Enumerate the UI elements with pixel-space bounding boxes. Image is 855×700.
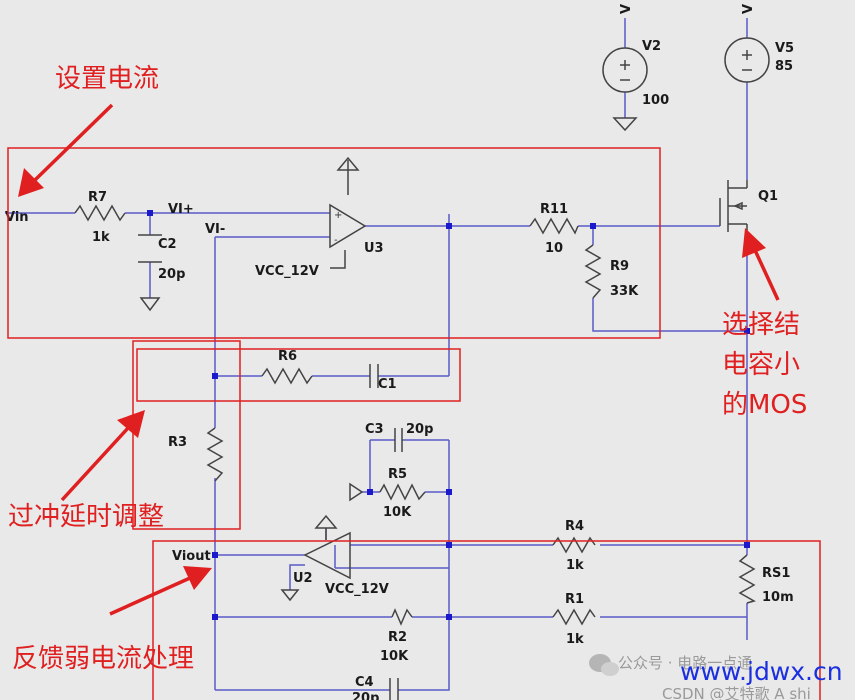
junction-dots: [147, 210, 750, 620]
resistor-r4: [552, 536, 596, 554]
set-current-box: [7, 147, 661, 339]
c3-value: 20p: [406, 422, 433, 437]
r11-name: R11: [540, 202, 568, 217]
net-label-vi-minus: VI-: [205, 222, 225, 237]
u2-name: U2: [293, 571, 313, 586]
resistor-rs1: [738, 554, 756, 604]
net-label-vi-plus: VI+: [168, 202, 194, 217]
c4-name: C4: [355, 675, 374, 690]
r4-name: R4: [565, 519, 584, 534]
annotation-mos-line2: 电容小: [722, 350, 800, 380]
r5-value: 10K: [383, 505, 412, 520]
feedback-box: [152, 540, 821, 700]
c2-name: C2: [158, 237, 177, 252]
net-label-v-top-left: V: [619, 4, 634, 14]
r1-name: R1: [565, 592, 584, 607]
r9-name: R9: [610, 259, 629, 274]
capacitor-c1: [369, 364, 379, 388]
overshoot-box: [132, 340, 241, 530]
arrow-mos: [742, 228, 780, 301]
arrow-overshoot: [60, 410, 145, 502]
watermark-site: www.jdwx.cn: [680, 657, 843, 686]
watermark-csdn: CSDN @艾特歌 A shi: [662, 685, 811, 700]
capacitor-c2: [138, 234, 162, 312]
arrow-set-current: [18, 103, 114, 197]
u3-plus-sign: +: [334, 210, 342, 221]
net-label-vin: Vin: [5, 210, 29, 225]
resistor-r9: [584, 244, 602, 299]
source-v5: [724, 37, 770, 83]
v5-name: V5: [775, 41, 794, 56]
r2-value: 10K: [380, 649, 409, 664]
resistor-r6: [261, 367, 313, 385]
r2-name: R2: [388, 630, 407, 645]
c2-value: 20p: [158, 267, 185, 282]
annotation-mos-line1: 选择结: [722, 310, 800, 340]
resistor-r1: [552, 608, 596, 626]
resistor-r11: [529, 217, 579, 235]
r11-value: 10: [545, 241, 563, 256]
net-label-v-top-right: V: [741, 4, 756, 14]
r9-value: 33K: [610, 284, 639, 299]
c1-name: C1: [378, 377, 397, 392]
compensation-box: [136, 348, 461, 402]
u3-name: U3: [364, 241, 384, 256]
c4-value: 20p: [352, 691, 379, 700]
resistor-r5: [349, 482, 426, 502]
resistor-r2: [391, 608, 413, 626]
net-label-vcc-u3: VCC_12V: [255, 264, 319, 279]
r7-name: R7: [88, 190, 107, 205]
r4-value: 1k: [566, 558, 584, 573]
watermark-wechat: 公众号 · 电路一点通: [618, 654, 752, 672]
opamp-u3: + -: [329, 156, 367, 269]
v5-value: 85: [775, 59, 793, 74]
opamp-u2: [280, 514, 351, 602]
v2-value: 100: [642, 93, 669, 108]
q1-name: Q1: [758, 189, 778, 204]
capacitor-c3: [394, 428, 403, 452]
wechat-icon: [589, 654, 619, 676]
net-label-viout: Viout: [172, 549, 211, 564]
annotation-mos-line3: 的MOS: [722, 390, 807, 420]
mosfet-q1: [719, 180, 748, 232]
r6-name: R6: [278, 349, 297, 364]
annotation-overshoot: 过冲延时调整: [8, 502, 164, 532]
annotation-set-current: 设置电流: [55, 64, 159, 94]
u3-minus-sign: -: [334, 235, 338, 246]
wires: [5, 18, 748, 691]
annotation-feedback: 反馈弱电流处理: [12, 644, 194, 674]
arrow-feedback: [109, 566, 212, 616]
r5-name: R5: [388, 467, 407, 482]
r7-value: 1k: [92, 230, 110, 245]
rs1-value: 10m: [762, 590, 794, 605]
r3-name: R3: [168, 435, 187, 450]
rs1-name: RS1: [762, 566, 790, 581]
source-v2: [602, 47, 648, 132]
v2-name: V2: [642, 39, 661, 54]
capacitor-c4: [389, 678, 399, 700]
resistor-r7: [74, 204, 126, 222]
net-label-vcc-u2: VCC_12V: [325, 582, 389, 597]
resistor-r3: [206, 427, 224, 482]
c3-name: C3: [365, 422, 384, 437]
r1-value: 1k: [566, 632, 584, 647]
